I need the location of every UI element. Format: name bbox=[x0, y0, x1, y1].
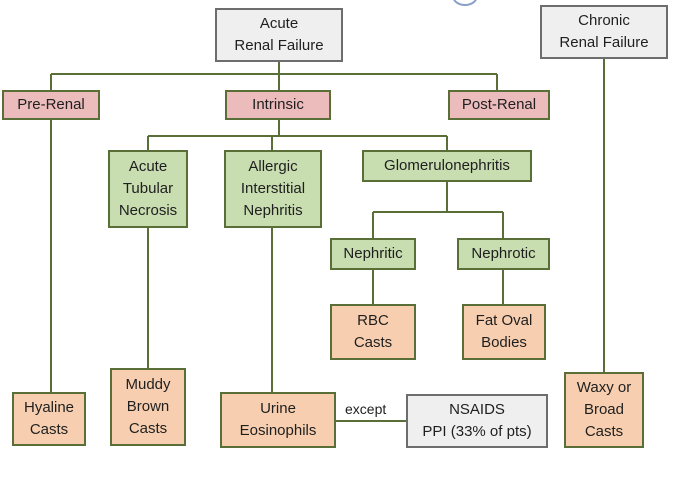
node-pre-renal: Pre-Renal bbox=[2, 90, 100, 120]
node-fat-oval-bodies: Fat Oval Bodies bbox=[462, 304, 546, 360]
node-nsaids-ppi: NSAIDS PPI (33% of pts) bbox=[406, 394, 548, 448]
node-nephrotic: Nephrotic bbox=[457, 238, 550, 270]
node-acute-tubular-necrosis: Acute Tubular Necrosis bbox=[108, 150, 188, 228]
node-acute-renal-failure: Acute Renal Failure bbox=[215, 8, 343, 62]
node-nephritic: Nephritic bbox=[330, 238, 416, 270]
node-hyaline-casts: Hyaline Casts bbox=[12, 392, 86, 446]
node-allergic-interstitial-nephritis: Allergic Interstitial Nephritis bbox=[224, 150, 322, 228]
node-chronic-renal-failure: Chronic Renal Failure bbox=[540, 5, 668, 59]
node-muddy-brown-casts: Muddy Brown Casts bbox=[110, 368, 186, 446]
edge-label-except: except bbox=[342, 401, 390, 417]
node-intrinsic: Intrinsic bbox=[225, 90, 331, 120]
node-glomerulonephritis: Glomerulonephritis bbox=[362, 150, 532, 182]
node-urine-eosinophils: Urine Eosinophils bbox=[220, 392, 336, 448]
node-waxy-broad-casts: Waxy or Broad Casts bbox=[564, 372, 644, 448]
node-post-renal: Post-Renal bbox=[448, 90, 550, 120]
node-rbc-casts: RBC Casts bbox=[330, 304, 416, 360]
